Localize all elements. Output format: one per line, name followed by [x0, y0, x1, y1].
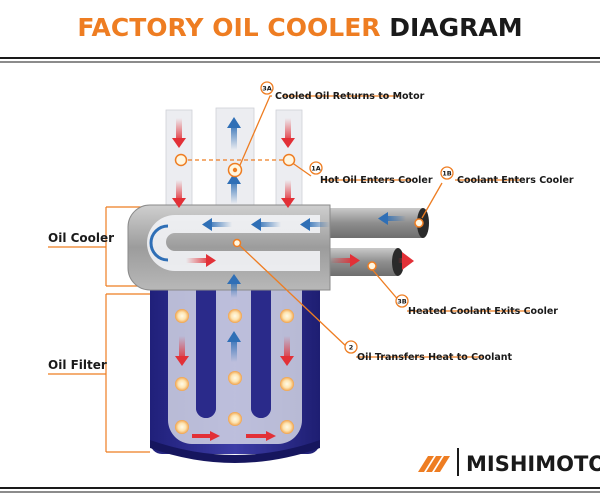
point-markers — [174, 153, 424, 271]
callout-2: 2 Oil Transfers Heat to Coolant — [344, 340, 513, 363]
callout-1a-text: Hot Oil Enters Cooler — [320, 175, 433, 186]
filter-inner-wall-left — [196, 275, 216, 418]
cooler-body — [127, 204, 331, 291]
callout-1b-badge: 1B — [442, 170, 452, 178]
oil-filter-bracket: Oil Filter — [48, 293, 150, 453]
oil-filter-label: Oil Filter — [48, 358, 107, 372]
filter-balls — [175, 309, 294, 434]
title-part-2: DIAGRAM — [389, 13, 522, 42]
oil-cooler-bracket: Oil Cooler — [48, 206, 150, 287]
brand-mark-stripe-2 — [426, 456, 442, 472]
page-title: FACTORY OIL COOLER DIAGRAM — [77, 13, 522, 42]
callout-3a-badge: 3A — [262, 85, 272, 93]
title-part-1: FACTORY OIL COOLER — [77, 13, 380, 42]
callout-3b-badge: 3B — [397, 298, 407, 306]
callout-1b: 1B Coolant Enters Cooler — [440, 166, 574, 186]
callout-2-badge: 2 — [349, 344, 354, 352]
brand-mark-stripe-3 — [434, 456, 450, 472]
callout-3a: 3A Cooled Oil Returns to Motor — [260, 81, 425, 102]
flow-arrows — [149, 117, 414, 441]
oil-cooler-label: Oil Cooler — [48, 231, 114, 245]
coolant-pipe-in — [318, 208, 429, 238]
brand-logo: MISHIMOTO — [418, 448, 600, 476]
callout-3a-text: Cooled Oil Returns to Motor — [275, 91, 425, 102]
leader-lines — [236, 95, 530, 358]
callout-3b: 3B Heated Coolant Exits Cooler — [395, 294, 558, 317]
callout-2-text: Oil Transfers Heat to Coolant — [357, 352, 513, 363]
brand-mark-stripe-1 — [418, 456, 434, 472]
callout-1b-text: Coolant Enters Cooler — [457, 175, 574, 186]
callout-3b-text: Heated Coolant Exits Cooler — [408, 306, 558, 317]
filter-inner-wall-right — [251, 275, 271, 418]
brand-name: MISHIMOTO — [466, 452, 600, 476]
callout-1a: 1A Hot Oil Enters Cooler — [309, 161, 433, 186]
callout-1a-badge: 1A — [311, 165, 321, 173]
